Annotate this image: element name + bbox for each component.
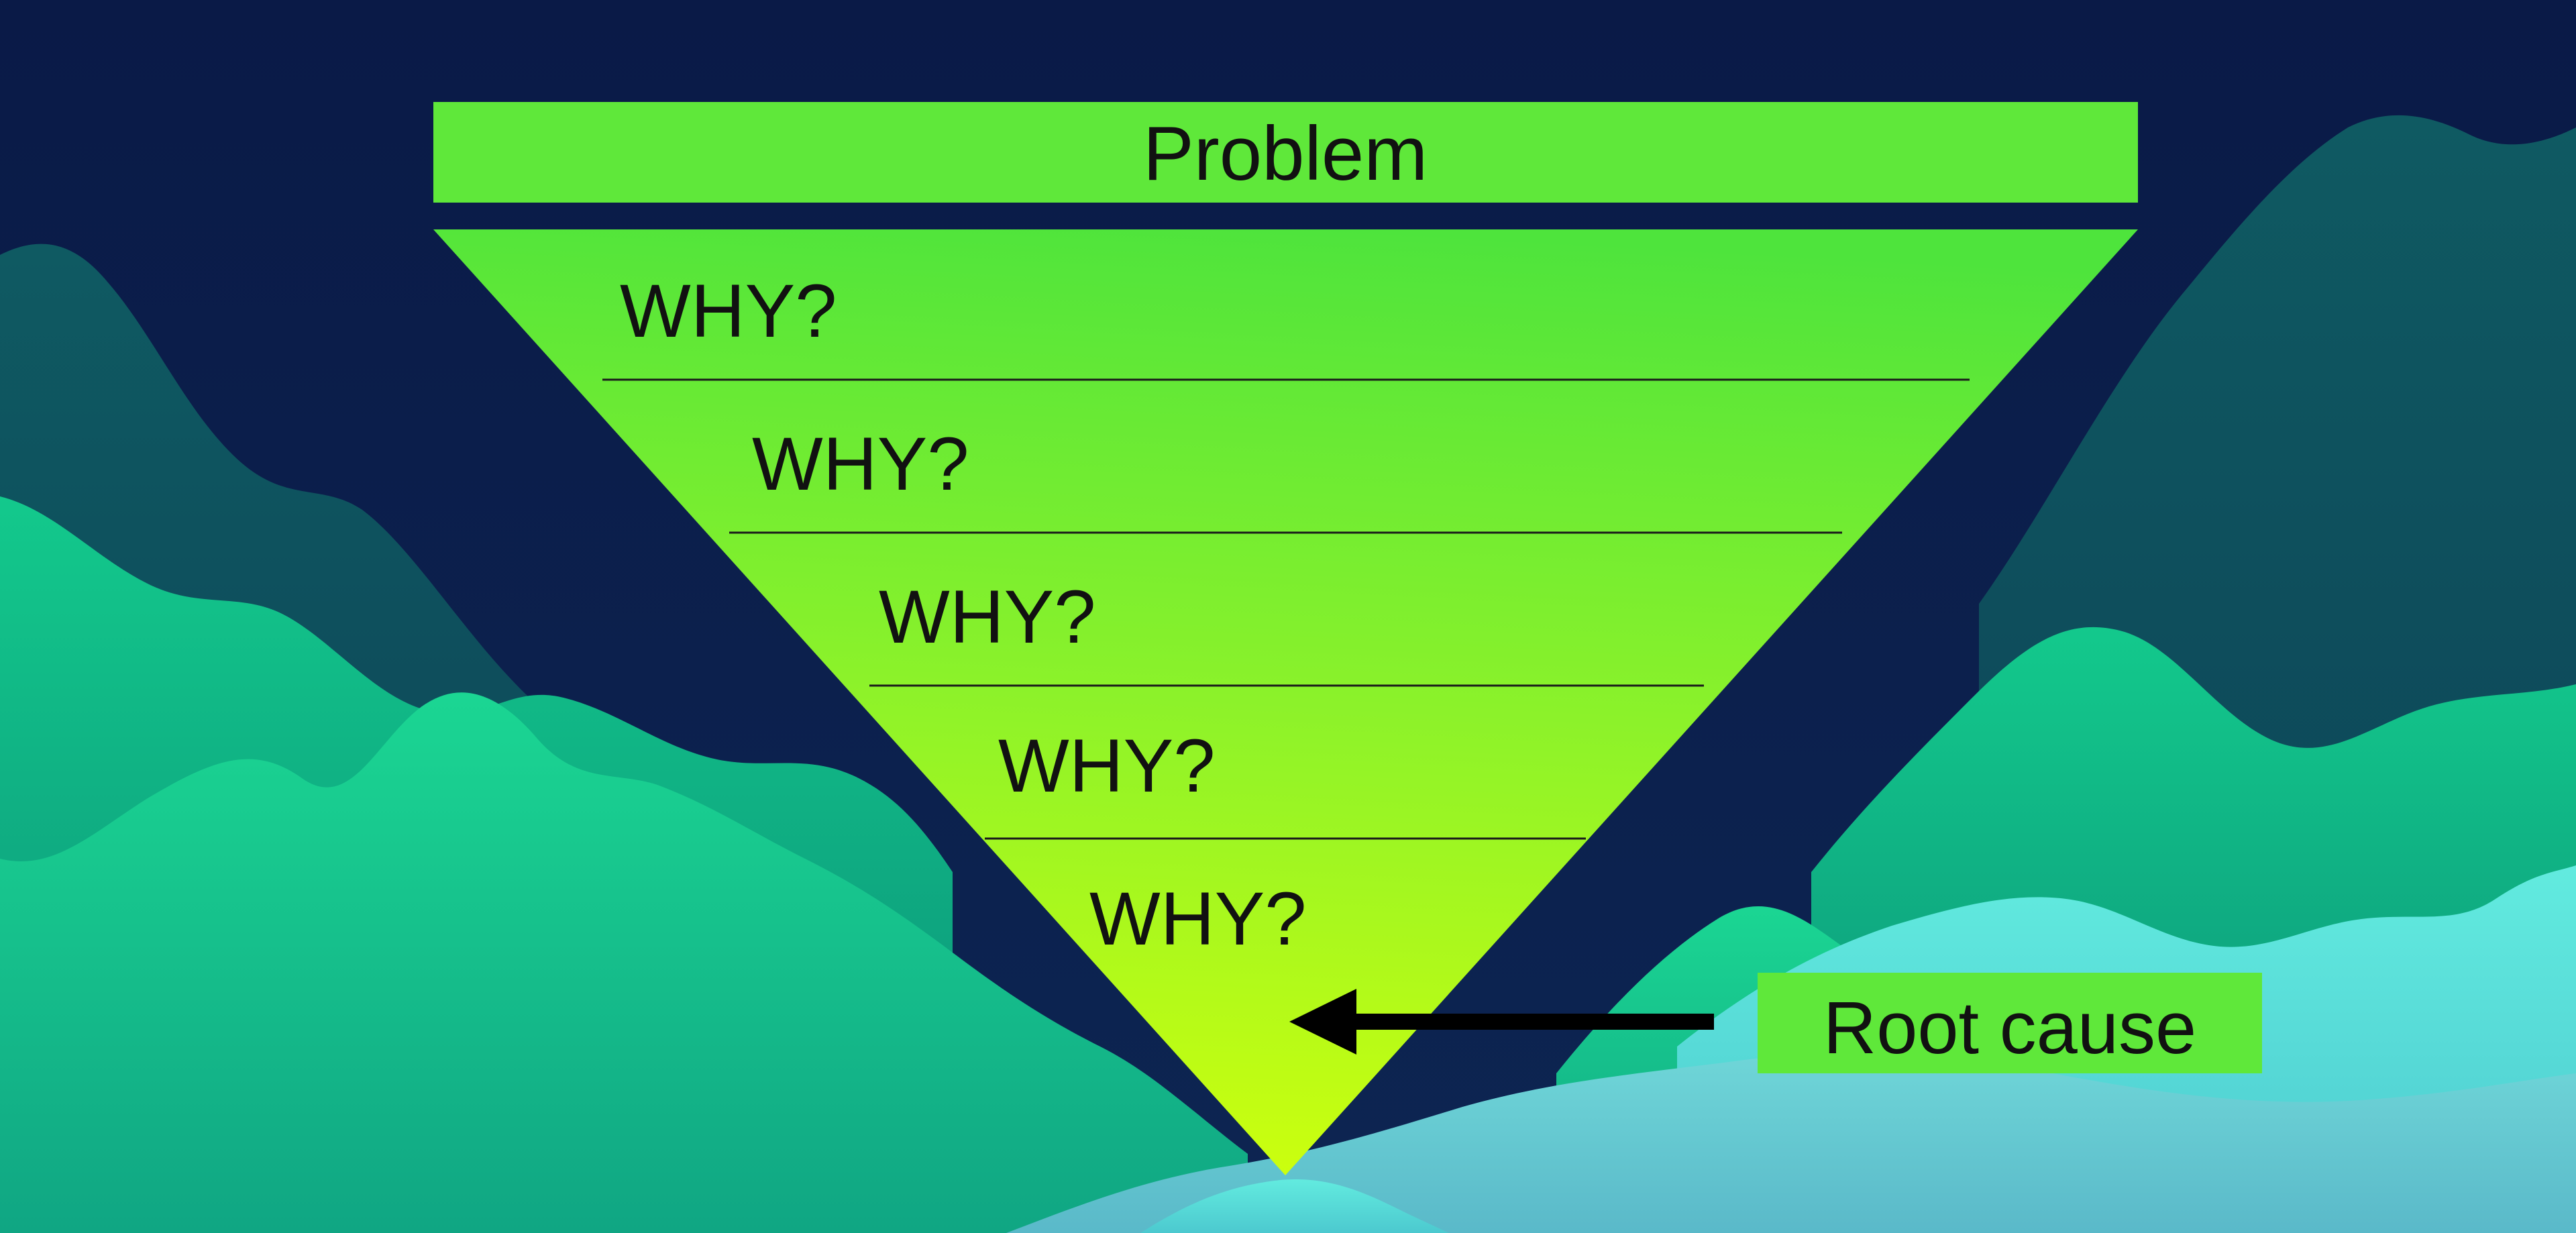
problem-label: Problem xyxy=(1143,111,1428,197)
why-label-1: WHY? xyxy=(620,269,837,353)
funnel-triangle xyxy=(433,229,2138,1175)
arrow-head-icon xyxy=(1289,989,1356,1055)
problem-box xyxy=(433,102,2138,203)
root-cause-label: Root cause xyxy=(1823,987,2196,1069)
root-cause-box xyxy=(1758,973,2262,1073)
hill-cyan-lower-left xyxy=(1140,1179,1449,1233)
why-label-4: WHY? xyxy=(998,724,1216,808)
why-label-2: WHY? xyxy=(752,422,969,506)
why-label-3: WHY? xyxy=(879,575,1096,659)
hill-cyan-front xyxy=(1006,1053,2576,1233)
arrow-shaft xyxy=(1342,1014,1714,1030)
mountain-front-left xyxy=(0,692,1248,1233)
root-cause-arrow xyxy=(1289,989,1714,1055)
why-label-5: WHY? xyxy=(1089,877,1307,961)
